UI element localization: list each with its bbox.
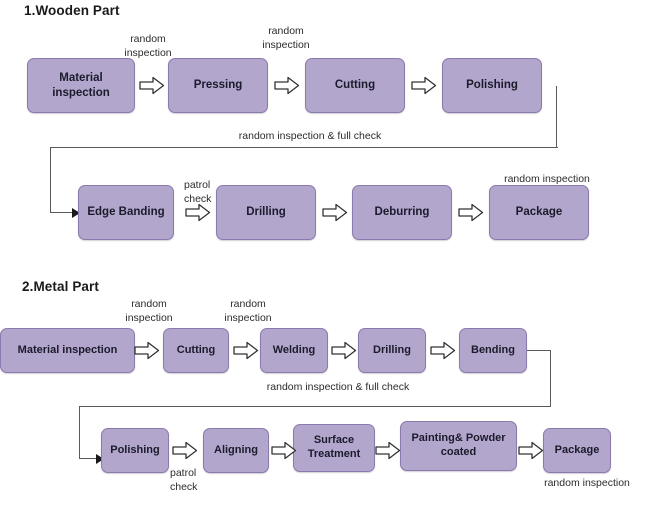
node-welding[interactable]: Welding [260,328,328,373]
feedback-arrowhead-metal [96,454,104,464]
node-label: Polishing [110,443,160,456]
section-title-metal: 2.Metal Part [22,279,99,294]
node-painting-powder-coated[interactable]: Painting& Powder coated [400,421,517,471]
feedback-line-metal-h-out [527,350,551,352]
node-polishing-wooden[interactable]: Polishing [442,58,542,113]
section-title-wooden: 1.Wooden Part [24,3,120,18]
block-arrow-icon [139,76,165,95]
feedback-line-wooden-v-left [50,147,52,213]
node-label: Bending [471,343,515,356]
node-material-inspection-metal[interactable]: Material inspection [0,328,135,373]
node-label: Drilling [246,206,286,219]
feedback-label-wooden: random inspection & full check [238,130,382,142]
node-label: Package [515,206,563,219]
connector-label-random-inspection-4: random inspection [224,298,272,325]
node-label: Edge Banding [87,206,165,219]
feedback-line-metal-v-right [550,350,552,407]
node-drilling-metal[interactable]: Drilling [358,328,426,373]
node-label: Aligning [214,443,258,456]
node-bending[interactable]: Bending [459,328,527,373]
node-deburring[interactable]: Deburring [352,185,452,240]
block-arrow-icon [518,441,544,460]
feedback-line-metal-h [79,406,551,408]
block-arrow-icon [411,76,437,95]
node-label: Pressing [193,79,243,92]
node-label: Cutting [334,79,376,92]
node-material-inspection-wooden[interactable]: Material inspection [27,58,135,113]
node-label: Painting& Powder coated [411,432,506,458]
node-package-wooden[interactable]: Package [489,185,589,240]
node-label: Polishing [466,79,518,92]
node-cutting-wooden[interactable]: Cutting [305,58,405,113]
node-drilling-wooden[interactable]: Drilling [216,185,316,240]
feedback-line-metal-v-left [79,406,81,459]
feedback-line-wooden-v-right [556,86,558,148]
block-arrow-icon [322,203,348,222]
connector-label-random-inspection-3: random inspection [125,298,173,325]
node-label: Material inspection [17,343,118,356]
node-label: Drilling [373,343,411,356]
block-arrow-icon [430,341,456,360]
node-cutting-metal[interactable]: Cutting [163,328,229,373]
connector-label-random-inspection-1: random inspection [124,33,172,60]
connector-label-patrol-check-wooden: patrol check [184,179,212,206]
block-arrow-icon [172,441,198,460]
feedback-line-wooden-h-in [50,212,78,214]
node-label: Deburring [374,206,430,219]
block-arrow-icon [271,441,297,460]
node-caption-package-metal: random inspection [544,477,630,489]
node-package-metal[interactable]: Package [543,428,611,473]
node-label: Surface Treatment [307,434,361,460]
node-aligning[interactable]: Aligning [203,428,269,473]
node-caption-package-wooden: random inspection [504,173,590,185]
block-arrow-icon [458,203,484,222]
connector-label-patrol-check-metal: patrol check [170,467,198,494]
block-arrow-icon [233,341,259,360]
feedback-label-metal: random inspection & full check [266,381,410,393]
node-surface-treatment[interactable]: Surface Treatment [293,424,375,472]
block-arrow-icon [274,76,300,95]
block-arrow-icon [331,341,357,360]
connector-label-random-inspection-2: random inspection [262,25,310,52]
block-arrow-icon [185,203,211,222]
block-arrow-icon [375,441,401,460]
node-polishing-metal[interactable]: Polishing [101,428,169,473]
block-arrow-icon [134,341,160,360]
node-label: Cutting [176,343,216,356]
node-label: Material inspection [52,72,110,99]
node-edge-banding[interactable]: Edge Banding [78,185,174,240]
node-pressing[interactable]: Pressing [168,58,268,113]
feedback-line-wooden-h [50,147,558,149]
feedback-arrowhead-wooden [72,208,80,218]
feedback-line-metal-h-in [79,458,101,460]
node-label: Package [554,443,600,456]
node-label: Welding [272,343,316,356]
